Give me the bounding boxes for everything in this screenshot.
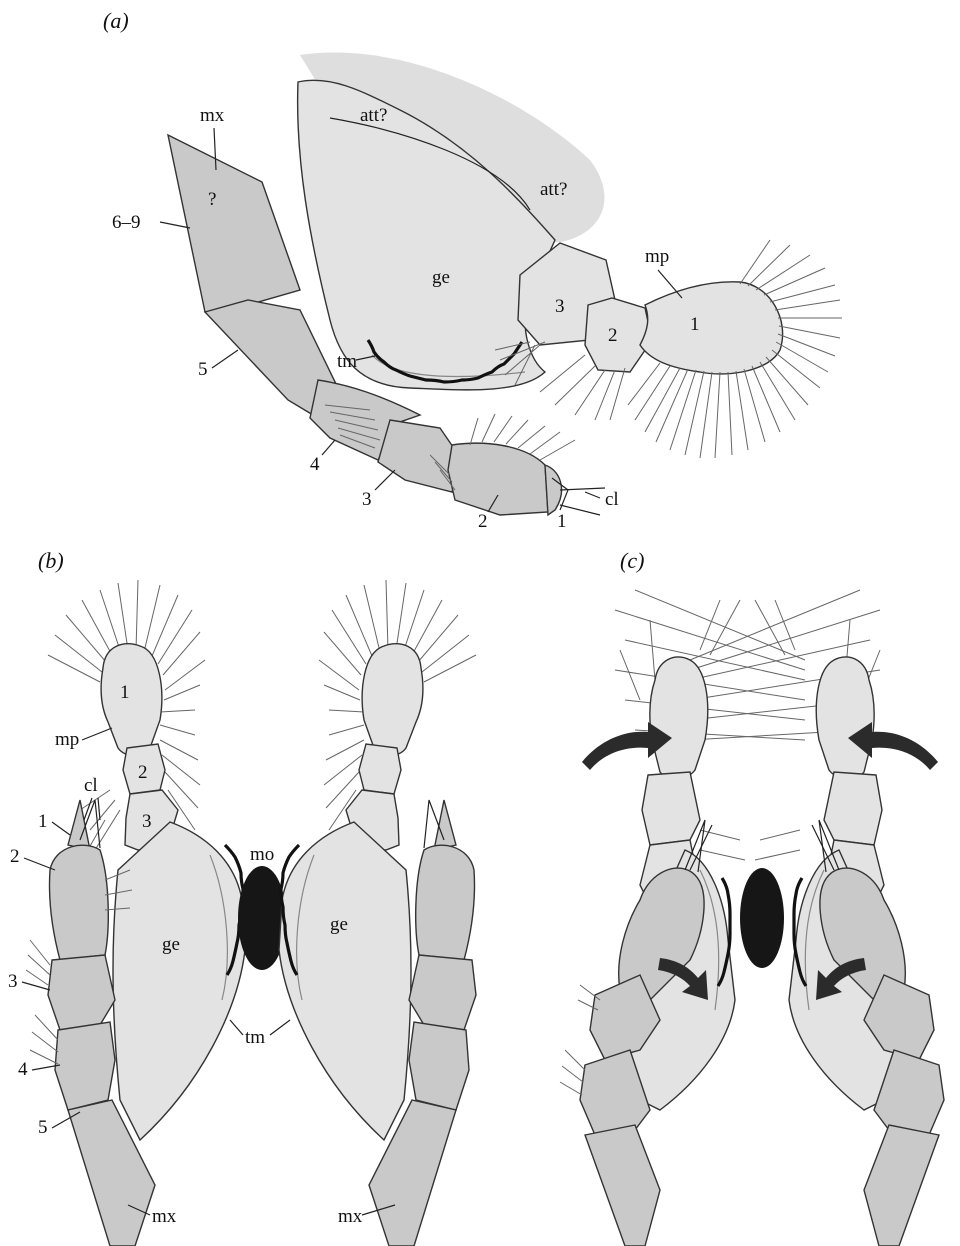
label-a-range: 6–9 [112,212,141,233]
label-b-s5: 5 [38,1117,48,1138]
leg-segment-5-c-right [864,1125,939,1246]
label-b-mp: mp [55,729,79,750]
leg-segment-2-b-right [416,845,475,960]
label-b-mp2: 2 [138,762,148,783]
label-b-mx-right: mx [338,1206,363,1227]
label-a-s5: 5 [198,359,208,380]
label-b-s2: 2 [10,846,20,867]
label-a-mx: mx [200,105,225,126]
leg-segment-4-b-left [55,1022,115,1110]
leg-segment-1-b-left [68,800,90,850]
label-a-att1: att? [360,105,387,126]
palp-segment-1-b-right [362,644,423,756]
label-b-tm: tm [245,1027,265,1048]
label-b-s4: 4 [18,1059,28,1080]
palp-segment-1-c-right [816,657,874,779]
panel-a-label: (a) [103,8,129,33]
label-a-s3: 3 [362,489,372,510]
panel-b-label: (b) [38,548,64,573]
leader-a-s5 [212,350,238,368]
leg-segment-1-b-right [434,800,456,850]
palp-segment-2-c-right [824,772,882,845]
label-a-question: ? [208,189,216,210]
label-a-mp2: 2 [608,325,618,346]
panel-c-label: (c) [620,548,644,573]
panel-b-left-limb [26,580,245,1246]
maxilla-segment-1 [545,465,562,515]
leg-segment-3-b-right [409,955,476,1030]
leader-b-s1 [52,822,70,835]
leg-segment-4-b-right [409,1022,469,1110]
label-a-att2: att? [540,179,567,200]
leader-a-s4 [322,440,335,455]
label-b-mp1: 1 [120,682,130,703]
label-a-cl: cl [605,489,619,510]
maxilla-segment-3 [378,420,462,492]
panel-b-right-limb [279,580,476,1246]
palp-segment-2-c-left [642,772,700,845]
label-b-s3: 3 [8,971,18,992]
label-a-s2: 2 [478,511,488,532]
leader-b-mp [82,728,112,740]
leg-segment-2-b-left [49,845,108,960]
leg-segment-3-b-left [48,955,115,1030]
label-b-cl: cl [84,775,98,796]
maxilla-segment-6-9 [168,135,300,312]
panel-b: (b) [8,548,476,1246]
leg-segment-5-c-left [585,1125,660,1246]
label-a-ge: ge [432,267,450,288]
maxilla-segment-2 [448,443,548,515]
mouth [238,866,286,970]
leader-a-s3 [375,470,395,490]
label-a-mp1: 1 [690,314,700,335]
panel-a: (a) [103,8,842,532]
label-b-ge-right: ge [330,914,348,935]
leader-a-range [160,222,190,228]
label-a-s1: 1 [557,511,567,532]
palp-segment-1 [640,282,783,374]
label-b-mp3: 3 [142,811,152,832]
panel-c: (c) [560,548,944,1246]
label-a-s4: 4 [310,454,320,475]
label-b-mo: mo [250,844,274,865]
label-b-s1: 1 [38,811,48,832]
palp-segment-1-c-left [650,657,708,779]
label-b-mx-left: mx [152,1206,177,1227]
label-a-mp: mp [645,246,669,267]
mouth-c [740,868,784,968]
label-a-tm: tm [337,351,357,372]
label-a-mp3: 3 [555,296,565,317]
leader-b-s2 [24,858,55,870]
leader-a-cl [585,492,600,498]
palp-segment-1-b-left [101,644,162,756]
palp-segment-2 [585,298,652,372]
palp-segment-2-b-right [359,744,401,794]
label-b-ge-left: ge [162,934,180,955]
